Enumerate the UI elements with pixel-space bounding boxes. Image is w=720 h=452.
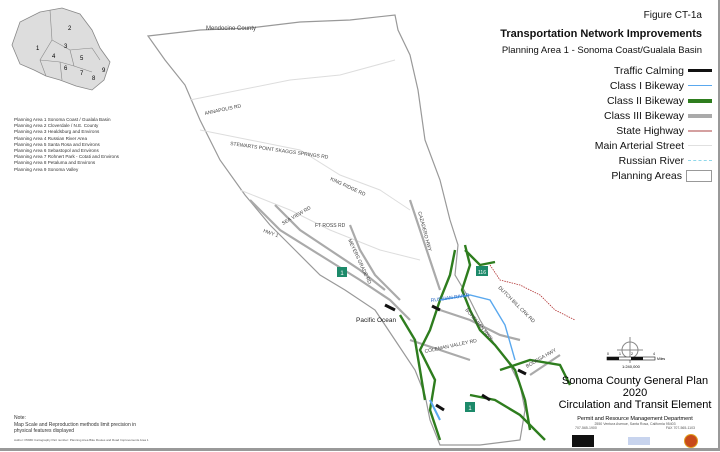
inset-number: 9: [102, 68, 106, 74]
general-plan-logo-icon: [572, 435, 594, 447]
inset-number: 6: [64, 66, 68, 72]
address: 2550 Ventura Avenue, Santa Rosa, Califor…: [594, 422, 676, 426]
label-hwy-1: HWY 1: [262, 228, 279, 239]
class-ii-bikeways: [398, 244, 572, 441]
svg-text:1: 1: [340, 271, 344, 277]
label-mendocino-county: Mendocino County: [206, 26, 256, 32]
svg-text:116: 116: [478, 270, 486, 276]
figure-number: Figure CT-1a: [643, 10, 702, 21]
legend-item: Main Arterial Street: [512, 138, 712, 153]
svg-text:1: 1: [619, 352, 621, 356]
svg-text:4: 4: [653, 352, 655, 356]
inset-number: 1: [36, 46, 40, 52]
label-russian-river: RUSSIAN RIVER: [430, 293, 470, 304]
svg-text:1: 1: [468, 406, 472, 412]
traffic-calming: [384, 303, 527, 412]
note: Note: Map Scale and Reproduction methods…: [14, 415, 137, 434]
svg-text:2: 2: [631, 352, 633, 356]
legend-item: Class I Bikeway: [512, 78, 712, 93]
county-seal-icon: [684, 434, 698, 448]
plan-title: Sonoma County General Plan 2020: [561, 375, 709, 399]
phone: 707-565-1900: [575, 426, 597, 430]
department: Permit and Resource Management Departmen…: [577, 416, 693, 422]
general-plan-block: Sonoma County General Plan 2020 Circulat…: [555, 375, 715, 448]
svg-text:1:240,000: 1:240,000: [622, 364, 641, 369]
map-title: Transportation Network Improvements: [500, 28, 702, 40]
river-line: [489, 264, 576, 321]
inset-number: 8: [92, 76, 96, 82]
fax: FAX 707-565-1103: [665, 426, 695, 430]
legend-item: Traffic Calming: [512, 63, 712, 78]
legend-item: Russian River: [512, 153, 712, 168]
inset-number: 5: [80, 56, 84, 62]
arterial-streets: [189, 59, 421, 261]
legend: Traffic Calming Class I Bikeway Class II…: [512, 63, 712, 183]
inset-number: 4: [52, 54, 56, 60]
author-info: Author: PRMD Cartography Part number: Pl…: [14, 438, 149, 442]
label-ft-ross-rd: FT ROSS RD: [315, 223, 346, 229]
plan-element: Circulation and Transit Element: [558, 399, 712, 411]
legend-item: Planning Areas: [512, 168, 712, 183]
inset-number: 2: [68, 26, 72, 32]
legend-item: Class III Bikeway: [512, 108, 712, 123]
svg-text:0: 0: [607, 352, 609, 356]
inset-number: 7: [80, 71, 84, 77]
label-pacific-ocean: Pacific Ocean: [356, 317, 396, 324]
legend-item: State Highway: [512, 123, 712, 138]
highway-shield-116: 116: [476, 266, 488, 276]
sys-logo-icon: [628, 437, 650, 445]
class-i-bikeway: [429, 399, 441, 421]
planning-area-list: Planning Area 1 Sonoma Coast / Gualala B…: [14, 117, 119, 172]
planning-area-boundary: [146, 14, 526, 446]
label-dutch-bill-crk-rd: DUTCH BILL CRK RD: [497, 285, 537, 325]
class-i-bikeway: [439, 294, 516, 361]
highway-shield-1: 1: [465, 402, 475, 412]
highway-shield-1: 1: [337, 267, 347, 277]
inset-number: 3: [64, 44, 68, 50]
svg-text:Miles: Miles: [657, 357, 665, 361]
map-subtitle: Planning Area 1 - Sonoma Coast/Gualala B…: [501, 45, 702, 56]
inset-county-map: 1 2 3 4 5 6 7 8 9: [11, 7, 111, 91]
legend-item: Class II Bikeway: [512, 93, 712, 108]
scale-bar: 0 1 2 4 Miles 1:240,000: [606, 352, 665, 369]
